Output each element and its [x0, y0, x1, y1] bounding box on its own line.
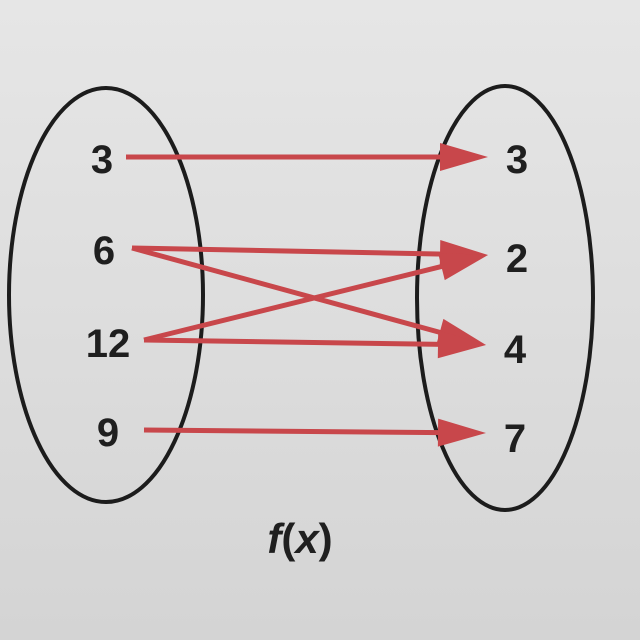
arrow-6-to-4 — [131, 245, 445, 336]
caption-function-name: f — [267, 515, 285, 562]
range-oval — [415, 84, 595, 512]
range-value-7: 7 — [504, 417, 526, 461]
domain-value-9: 9 — [97, 411, 119, 455]
arrow-9-to-7 — [143, 427, 443, 436]
arrow-6-to-2 — [131, 245, 445, 257]
caption-variable: x — [293, 515, 320, 562]
domain-value-6: 6 — [93, 229, 115, 273]
arrowhead-12-to-2 — [438, 252, 488, 281]
arrow-12-to-2 — [143, 263, 446, 343]
range-value-2: 2 — [506, 237, 528, 281]
caption-open-paren: ( — [281, 515, 295, 562]
domain-oval — [7, 86, 205, 504]
range-value-3: 3 — [506, 138, 528, 182]
domain-value-12: 12 — [86, 322, 131, 366]
arrowhead-12-to-4 — [437, 330, 486, 359]
mapping-arrows — [126, 143, 488, 447]
domain-values: 3 6 12 9 — [86, 138, 131, 455]
domain-value-3: 3 — [91, 138, 113, 182]
caption-close-paren: ) — [319, 515, 333, 562]
arrow-12-to-4 — [143, 337, 443, 347]
arrowhead-9-to-7 — [437, 418, 486, 447]
range-values: 3 2 4 7 — [504, 138, 528, 461]
arrowhead-3-to-3 — [440, 143, 488, 171]
function-caption: f(x) — [267, 515, 332, 562]
range-value-4: 4 — [504, 328, 527, 372]
